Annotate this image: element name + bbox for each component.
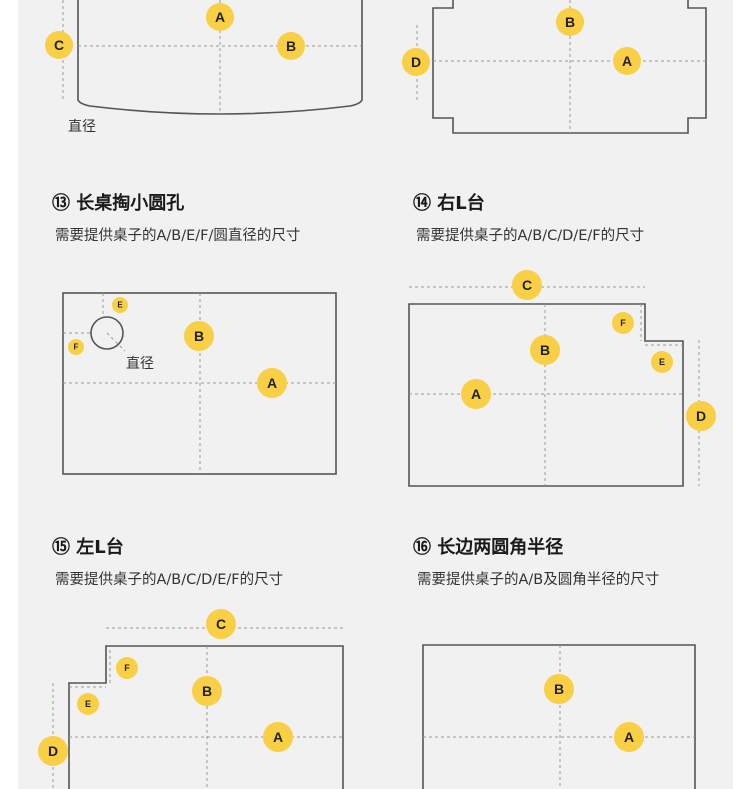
marker-f: F (116, 657, 138, 679)
marker-a: A (614, 722, 644, 752)
diagram-rounded-bottom: A C B 直径 (45, 0, 363, 135)
svg-text:B: B (286, 38, 296, 54)
round-hole (90, 316, 124, 350)
marker-a: A (613, 47, 641, 75)
svg-text:C: C (216, 616, 226, 632)
svg-text:D: D (411, 54, 421, 70)
section-15-title: ⑮ 左L台 (52, 537, 124, 558)
marker-b: B (530, 335, 560, 365)
svg-text:A: A (267, 375, 277, 391)
section-14-subtitle: 需要提供桌子的A/B/C/D/E/F的尺寸 (416, 228, 645, 244)
svg-text:B: B (554, 681, 564, 697)
svg-text:D: D (696, 408, 706, 424)
svg-text:A: A (622, 53, 632, 69)
svg-text:A: A (273, 729, 283, 745)
svg-text:A: A (471, 386, 481, 402)
marker-f: F (612, 312, 634, 334)
marker-c: C (206, 609, 236, 639)
svg-text:E: E (659, 357, 665, 367)
marker-d: D (38, 736, 68, 766)
marker-b: B (277, 32, 305, 60)
svg-text:B: B (565, 14, 575, 30)
svg-text:E: E (85, 699, 91, 709)
svg-text:B: B (202, 683, 212, 699)
marker-e: E (651, 351, 673, 373)
svg-text:F: F (620, 318, 626, 328)
svg-text:C: C (54, 37, 64, 53)
section-16-title: ⑯ 长边两圆角半径 (413, 537, 564, 558)
marker-b: B (184, 321, 214, 351)
marker-a: A (263, 722, 293, 752)
marker-b: B (192, 676, 222, 706)
marker-b: B (556, 8, 584, 36)
marker-b: B (544, 674, 574, 704)
marker-c: C (45, 31, 73, 59)
svg-text:E: E (117, 301, 123, 310)
marker-e: E (77, 693, 99, 715)
marker-f: F (68, 339, 84, 355)
section-16-subtitle: 需要提供桌子的A/B及圆角半径的尺寸 (417, 572, 660, 588)
marker-a: A (257, 368, 287, 398)
marker-d: D (402, 48, 430, 76)
diameter-label: 直径 (68, 118, 96, 135)
marker-e: E (112, 297, 128, 313)
diagram-left-l-desk: C F E B A D (38, 609, 344, 789)
svg-text:C: C (522, 277, 532, 293)
marker-c: C (512, 270, 542, 300)
marker-a: A (461, 379, 491, 409)
svg-text:F: F (124, 663, 130, 673)
diagram-right-l-desk: C F E B A D (408, 270, 716, 487)
svg-text:B: B (194, 328, 204, 344)
marker-a: A (206, 3, 234, 31)
section-13-subtitle: 需要提供桌子的A/B/E/F/圆直径的尺寸 (55, 228, 301, 244)
section-15-subtitle: 需要提供桌子的A/B/C/D/E/F的尺寸 (55, 572, 284, 588)
svg-text:A: A (215, 9, 225, 25)
diagram-notched-corners: B D A (402, 0, 707, 134)
diameter-label: 直径 (126, 355, 154, 372)
diagram-two-rounded-long-edges: B A (422, 644, 696, 789)
diagram-small-round-hole: 直径 E F B A (62, 292, 337, 475)
svg-text:A: A (624, 729, 634, 745)
section-14-title: ⑭ 右L台 (413, 193, 485, 214)
svg-text:D: D (48, 743, 58, 759)
marker-d: D (686, 401, 716, 431)
section-13-title: ⑬ 长桌掏小圆孔 (52, 193, 185, 214)
svg-text:B: B (540, 342, 550, 358)
svg-text:F: F (74, 343, 79, 352)
